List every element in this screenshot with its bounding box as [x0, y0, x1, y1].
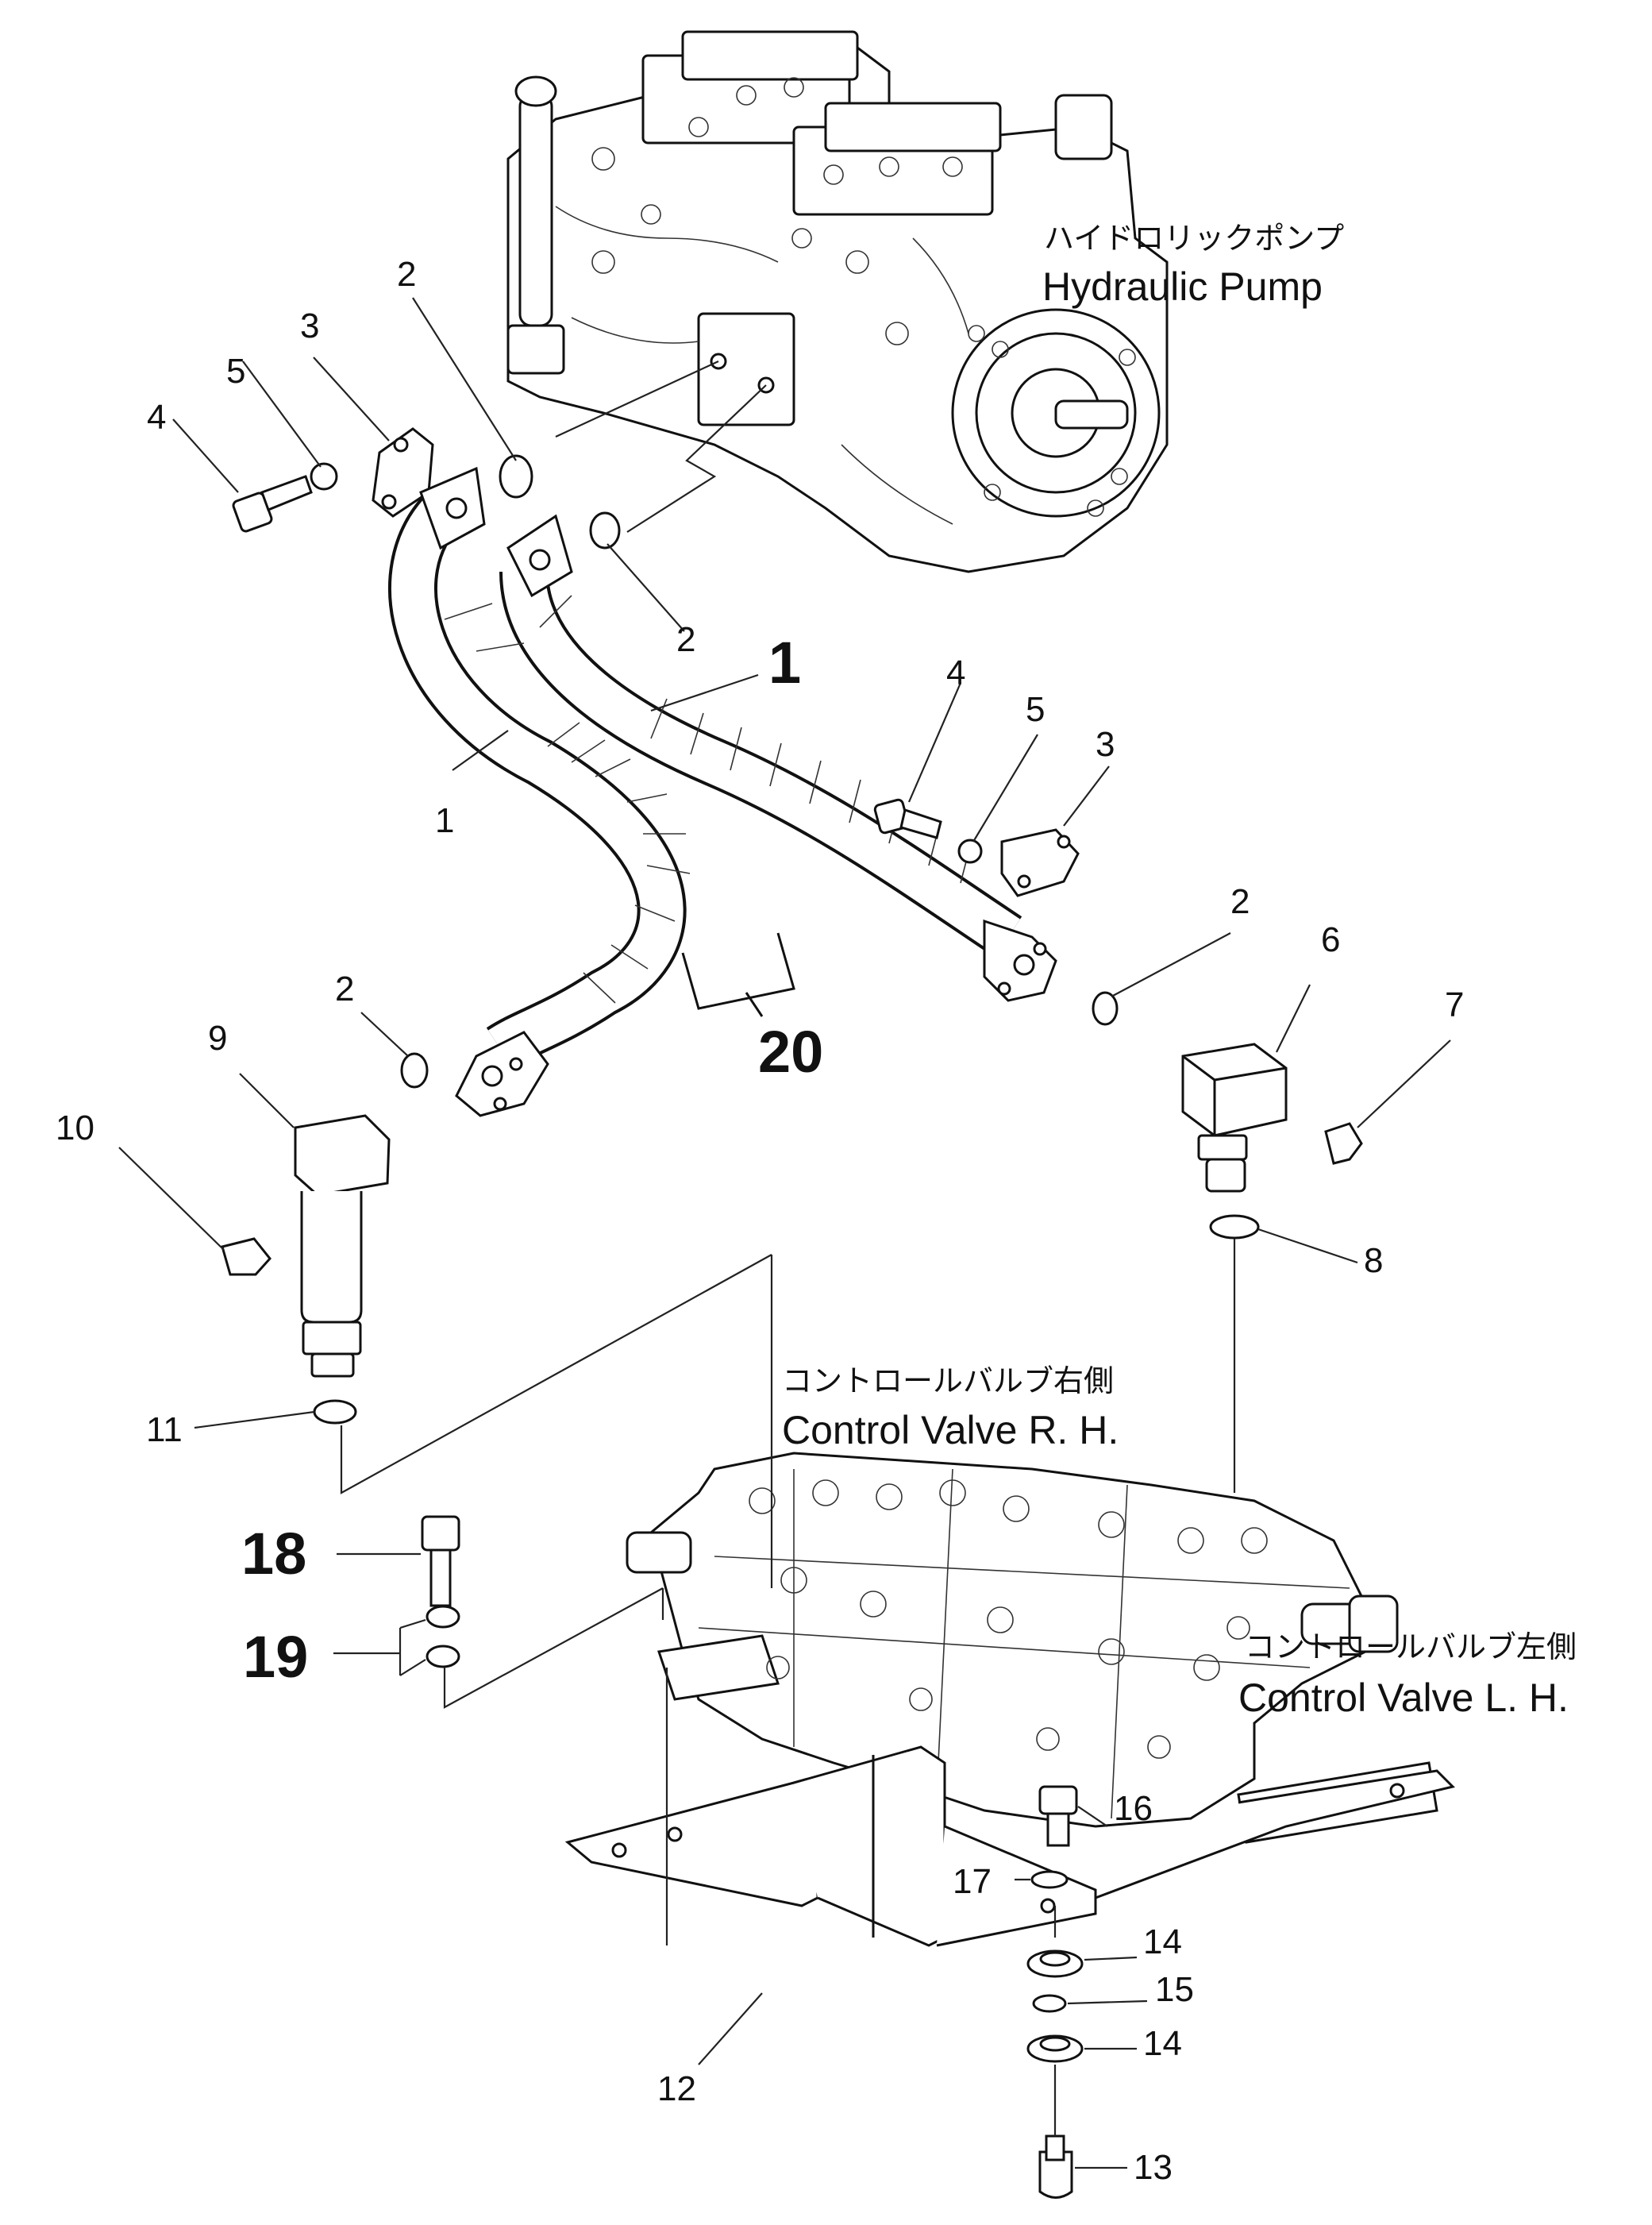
cushion	[1026, 2034, 1084, 2063]
washer	[1032, 1994, 1067, 2013]
callout-15: 15	[1155, 1970, 1194, 2009]
callout-2: 2	[676, 620, 695, 659]
o-ring	[589, 511, 621, 550]
control-valve-lh-label: Control Valve L. H.	[1238, 1675, 1569, 1720]
bolt	[1038, 2134, 1073, 2199]
callout-14: 14	[1143, 2024, 1182, 2063]
bolt	[873, 798, 942, 839]
o-ring	[400, 1052, 429, 1089]
callouts: 2 3 5 4 2 1 1 4 5 3 2 6 7 20 2 9 10 8 11…	[56, 255, 1464, 2187]
control-valve-rh-label: Control Valve R. H.	[782, 1408, 1119, 1452]
callout-3: 3	[1096, 725, 1115, 764]
callout-5: 5	[1026, 690, 1045, 729]
plug	[221, 1237, 271, 1276]
bolt	[421, 1515, 460, 1607]
washer	[1030, 1870, 1069, 1889]
split-flange	[1000, 828, 1080, 897]
elbow-fitting	[294, 1114, 391, 1378]
callout-19: 19	[243, 1624, 308, 1690]
hydraulic-pump-label: Hydraulic Pump	[1042, 264, 1323, 309]
callout-8: 8	[1364, 1241, 1383, 1280]
o-ring	[313, 1399, 357, 1425]
callout-3: 3	[300, 307, 319, 345]
callout-12: 12	[657, 2069, 696, 2108]
washer	[426, 1645, 460, 1668]
callout-16: 16	[1114, 1789, 1153, 1828]
hydraulic-pump	[506, 30, 1169, 573]
callout-7: 7	[1445, 985, 1464, 1024]
washer	[426, 1605, 460, 1629]
split-flange	[372, 427, 434, 518]
callout-20: 20	[758, 1019, 823, 1085]
callout-18: 18	[241, 1521, 306, 1587]
callout-9: 9	[208, 1019, 227, 1058]
bracket	[564, 1745, 1455, 1947]
lock-washer	[957, 839, 983, 864]
o-ring	[1209, 1214, 1260, 1240]
cushion	[1026, 1949, 1084, 1978]
callout-13: 13	[1134, 2148, 1173, 2187]
callout-17: 17	[953, 1862, 992, 1901]
o-ring	[499, 454, 533, 499]
callout-14: 14	[1143, 1922, 1182, 1961]
callout-2: 2	[1230, 882, 1250, 921]
o-ring	[1092, 991, 1119, 1026]
lock-washer	[310, 462, 338, 491]
plug	[1324, 1122, 1363, 1165]
control-valve-lh-label-jp: コントロールバルブ左側	[1245, 1629, 1577, 1664]
callout-11: 11	[146, 1410, 183, 1449]
callout-2: 2	[397, 255, 416, 294]
hydraulic-pump-label-jp: ハイドロリックポンプ	[1044, 221, 1344, 256]
callout-4: 4	[147, 398, 166, 437]
elbow-fitting	[1181, 1043, 1288, 1193]
callout-10: 10	[56, 1109, 94, 1147]
callout-2: 2	[335, 970, 354, 1008]
callout-1: 1	[435, 801, 454, 840]
callout-5: 5	[226, 352, 245, 391]
control-valve-rh-label-jp: コントロールバルブ右側	[782, 1363, 1114, 1398]
callout-1: 1	[768, 630, 801, 696]
callout-4: 4	[946, 654, 965, 692]
hose-assembly	[388, 466, 1057, 1117]
bolt	[232, 475, 313, 533]
callout-6: 6	[1321, 920, 1340, 959]
bolt	[1038, 1785, 1078, 1847]
